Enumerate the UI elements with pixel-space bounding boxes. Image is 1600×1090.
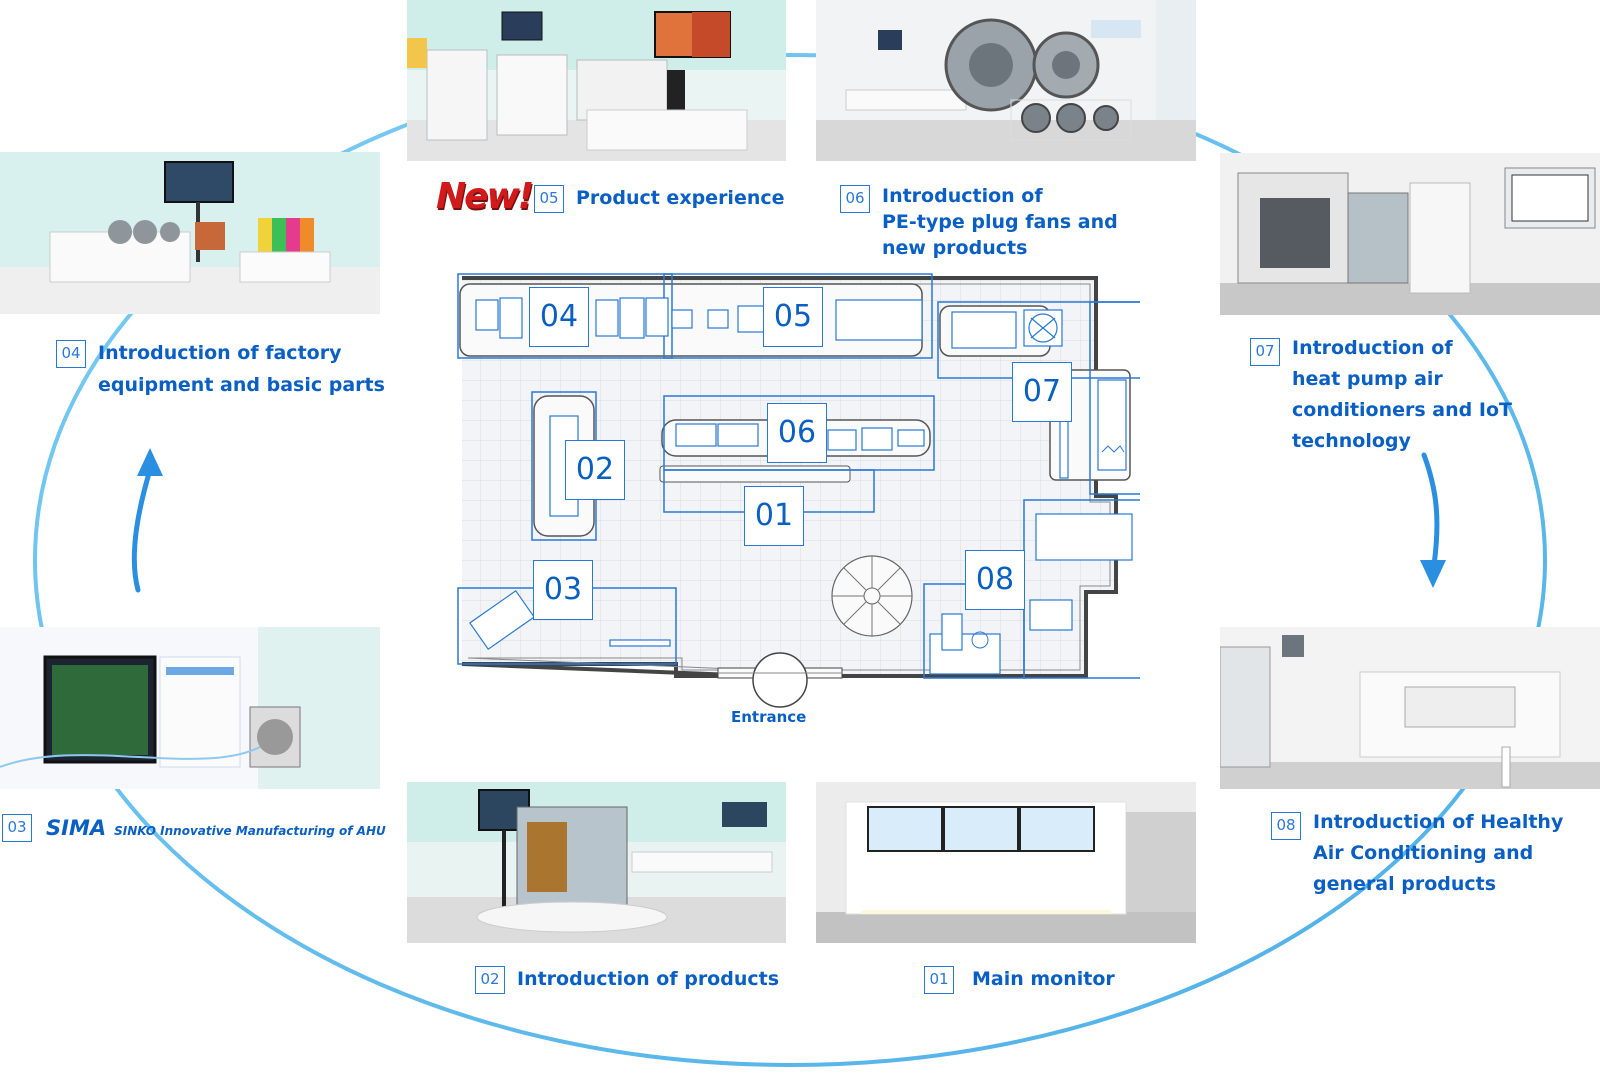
caption-03: 03 SIMA SINKO Innovative Manufacturing o… (2, 814, 386, 845)
photo-plug-fans (816, 0, 1196, 161)
zone-label-07: 07 (1012, 362, 1072, 422)
down-arrow-icon (1420, 452, 1446, 588)
zone-label-08: 08 (965, 550, 1025, 610)
section-number: 02 (475, 966, 505, 994)
photo-products (407, 782, 786, 943)
caption-text: Introduction of Healthy Air Conditioning… (1313, 811, 1564, 895)
section-number: 06 (840, 185, 870, 213)
photo-healthy-air (1220, 627, 1600, 789)
section-number: 03 (2, 814, 32, 842)
caption-01: 01 Main monitor (924, 966, 1115, 995)
caption-text: Product experience (576, 187, 785, 209)
up-arrow-icon (131, 448, 163, 593)
caption-04: 04 Introduction of factory equipment and… (56, 340, 385, 401)
caption-08: 08 Introduction of Healthy Air Condition… (1271, 811, 1563, 900)
caption-text: SIMA SINKO Innovative Manufacturing of A… (46, 814, 386, 845)
sima-title: SIMA (46, 816, 107, 840)
caption-text: Introduction of products (517, 968, 780, 990)
photo-sima (0, 627, 380, 789)
zone-label-06: 06 (767, 403, 827, 463)
zone-label-01: 01 (744, 486, 804, 546)
photo-main-monitor (816, 782, 1196, 943)
photo-heat-pump (1220, 153, 1600, 315)
section-number: 01 (924, 966, 954, 994)
caption-text: Introduction of factory equipment and ba… (98, 342, 385, 396)
caption-07: 07 Introduction of heat pump air conditi… (1250, 337, 1512, 457)
zone-label-02: 02 (565, 440, 625, 500)
zone-label-04: 04 (529, 287, 589, 347)
section-number: 04 (56, 340, 86, 368)
entrance-label: Entrance (731, 708, 807, 726)
section-number: 07 (1250, 338, 1280, 366)
caption-text: Main monitor (972, 968, 1115, 990)
stairs-icon (831, 555, 913, 637)
fan-icon (1028, 313, 1058, 343)
zone-label-03: 03 (533, 560, 593, 620)
photo-factory-equipment (0, 152, 380, 314)
caption-05: 05 Product experience (534, 185, 785, 214)
new-badge: New! (436, 176, 534, 217)
sima-subtitle: SINKO Innovative Manufacturing of AHU (114, 824, 386, 838)
section-number: 05 (534, 185, 564, 213)
caption-text: Introduction of PE-type plug fans and ne… (882, 185, 1118, 259)
photo-product-experience (407, 0, 786, 161)
caption-02: 02 Introduction of products (475, 966, 779, 995)
caption-06: 06 Introduction of PE-type plug fans and… (840, 185, 1118, 261)
zone-label-05: 05 (763, 287, 823, 347)
caption-text: Introduction of heat pump air conditione… (1292, 337, 1512, 452)
section-number: 08 (1271, 812, 1301, 840)
